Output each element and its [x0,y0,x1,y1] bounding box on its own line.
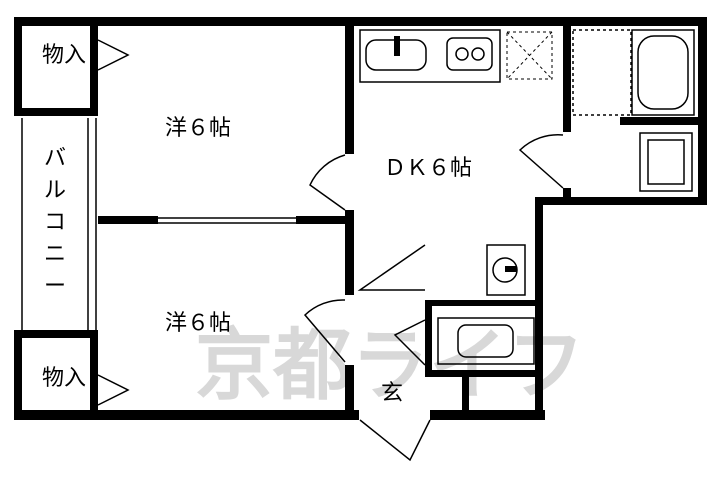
balcony-char: ー [44,274,66,299]
western-room-1-label: 洋６帖 [165,116,231,141]
door-icon [97,39,130,71]
balcony-char: ニ [44,242,66,267]
toilet-icon [457,324,514,358]
wash-basin-icon [486,244,526,296]
door-icon [309,154,346,211]
watermark: 京都ライフ [195,321,585,411]
balcony-char: ル [44,178,66,203]
fridge-space-icon [506,31,553,80]
storage-bottom-label: 物入 [42,366,86,391]
fixtures [21,29,695,462]
door-icon [393,319,426,366]
door-icon [303,299,346,363]
balcony-char: バ [44,146,66,171]
storage-top-label: 物入 [42,43,86,68]
walls [14,17,707,420]
balcony-label: バ ル コ ニ ー [44,146,66,299]
stove-icon [446,37,493,71]
western-room-2-label: 洋６帖 [165,311,231,336]
door-icon [518,134,564,189]
balcony-char: コ [44,210,66,235]
door-icon [357,244,426,291]
entrance-door-icon [359,419,431,462]
washer-icon [639,132,693,192]
entrance-label: 玄 [381,381,403,406]
dining-kitchen-label: ＤＫ６帖 [384,156,472,181]
door-icon [97,374,130,406]
bathtub-icon [637,35,689,110]
